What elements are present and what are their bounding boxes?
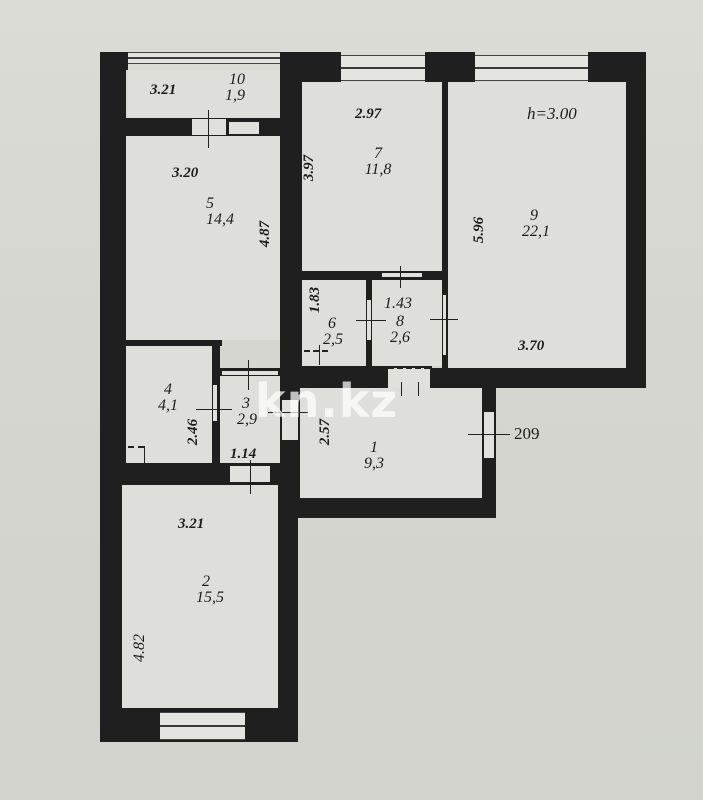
- wall-5-7: [280, 52, 302, 392]
- room-2-dim-width: 3.21: [178, 516, 205, 532]
- room-5-area: 14,4: [206, 211, 234, 228]
- outer-wall-top-left: [100, 52, 128, 70]
- door-swing-mark: [468, 434, 508, 435]
- door-swing-mark: [250, 460, 251, 494]
- wall-7-9: [442, 80, 448, 370]
- room-2-dim-length: 4.82: [131, 634, 148, 662]
- wall-5-4: [100, 340, 222, 346]
- room-2-area: 15,5: [196, 589, 224, 606]
- room-7-dim-length: 3.97: [301, 154, 318, 182]
- door-room5: [222, 371, 278, 375]
- wc-dashed-line: [304, 350, 328, 352]
- room-3-area: 2,9: [237, 411, 257, 428]
- door-swing-mark: [430, 319, 458, 320]
- door-hall-bath: [388, 368, 430, 388]
- window-room2: [160, 712, 245, 740]
- room-9-area: 22,1: [522, 223, 550, 240]
- door-3-hall: [282, 400, 298, 440]
- window-living: [475, 55, 588, 81]
- wc-mark: [319, 345, 320, 365]
- room-8-dim: 1.43: [384, 295, 412, 312]
- door-swing-mark: [356, 320, 386, 321]
- door-swing-mark: [208, 110, 209, 148]
- room-2-bedroom: [122, 485, 278, 708]
- storage-mark: [144, 446, 145, 463]
- room-5-dim-length: 4.87: [257, 220, 274, 248]
- room-7-number: 7: [374, 145, 382, 162]
- room-6-number: 6: [328, 315, 336, 332]
- room-1-area: 9,3: [364, 455, 384, 472]
- room-9-dim-length: 5.96: [471, 216, 488, 244]
- room-7-dim-width: 2.97: [355, 106, 382, 122]
- room-7-area: 11,8: [364, 161, 392, 178]
- door-dashed-line: [388, 367, 430, 369]
- window-kitchen: [341, 55, 425, 81]
- room-2-number: 2: [202, 573, 210, 590]
- room-4-dim: 2.46: [185, 418, 202, 446]
- door-8-9: [443, 295, 446, 355]
- door-swing-mark: [248, 360, 249, 390]
- door-swing-mark: [268, 412, 308, 413]
- external-dim-209: 209: [514, 424, 540, 443]
- door-balcony: [192, 119, 226, 135]
- wall-room2-right: [278, 480, 298, 742]
- wall-4-2: [100, 463, 300, 485]
- room-5-number: 5: [206, 195, 214, 212]
- room-4-number: 4: [164, 381, 172, 398]
- room-6-dim: 1.83: [307, 286, 324, 314]
- outer-wall-right: [626, 52, 646, 387]
- room-1-hall: [300, 388, 482, 498]
- door-swing-mark: [196, 409, 232, 410]
- dim-209-leader: [496, 434, 510, 435]
- room-10-area: 1,9: [225, 87, 245, 104]
- room-6-area: 2,5: [323, 331, 343, 348]
- door-swing-mark: [400, 266, 401, 288]
- door-swing-mark: [418, 382, 419, 396]
- room-8-number: 8: [396, 313, 404, 330]
- room-3-dim: 1.14: [230, 446, 257, 462]
- door-balcony-2: [228, 121, 260, 135]
- outer-wall-left: [100, 52, 126, 742]
- room-9-number: 9: [530, 207, 538, 224]
- wall-balcony-bottom: [282, 498, 496, 518]
- door-4-3: [213, 385, 217, 421]
- door-swing-mark: [401, 382, 402, 396]
- room-8-area: 2,6: [390, 329, 410, 346]
- room-5-bedroom: [126, 136, 280, 340]
- door-balcony-hall: [484, 412, 494, 458]
- room-9-living: [448, 82, 626, 368]
- room-5-dim-width: 3.20: [172, 165, 199, 181]
- room-3-closet: [220, 376, 280, 463]
- wall-7-68: [300, 271, 446, 280]
- room-1-number: 1: [370, 439, 378, 456]
- room-10-balcony: [128, 70, 280, 118]
- window-balcony-top: [128, 52, 280, 64]
- room-8-bath: [372, 280, 442, 366]
- room-9-dim-width: 3.70: [518, 338, 545, 354]
- wall-below-room9: [430, 368, 646, 388]
- room-10-number: 10: [229, 71, 245, 88]
- storage-dashed-line: [128, 446, 144, 448]
- room-7-kitchen: [302, 82, 442, 271]
- watermark-logo: kn.kz: [255, 374, 399, 428]
- room-10-dim-width: 3.21: [150, 82, 177, 98]
- room-4-area: 4,1: [158, 397, 178, 414]
- room-4-storage: [126, 346, 212, 463]
- outer-wall-top-pier: [425, 52, 475, 82]
- room-3-number: 3: [242, 395, 250, 412]
- ceiling-height-label: h=3.00: [527, 104, 577, 123]
- door-kitchen-bath: [382, 273, 422, 277]
